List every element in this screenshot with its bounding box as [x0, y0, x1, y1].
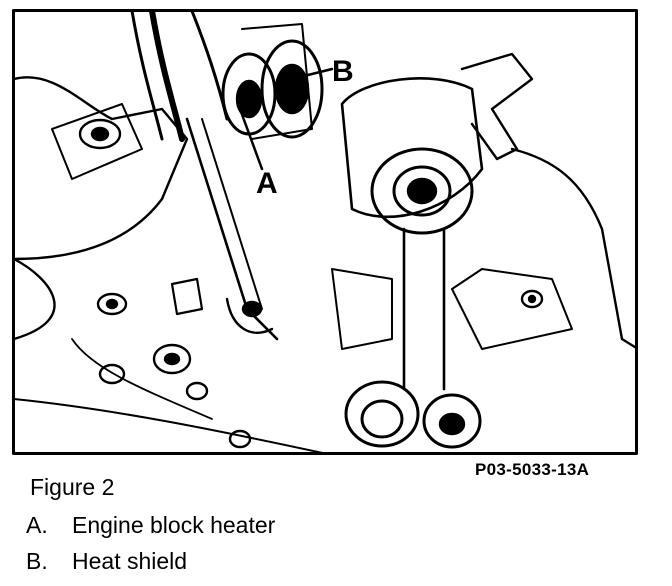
- callout-a: A: [256, 167, 278, 200]
- callout-b-leader: [298, 67, 334, 79]
- callout-a-leader: [238, 107, 264, 171]
- lower-bushing-left: [344, 380, 420, 448]
- figure-border: [12, 9, 638, 455]
- bolt: [78, 118, 122, 150]
- legend-item: A. Engine block heater: [26, 512, 275, 539]
- legend-key: A.: [26, 512, 48, 538]
- lower-bushing-right: [422, 393, 482, 449]
- legend-label: Engine block heater: [72, 512, 276, 538]
- strut-mount: [340, 77, 484, 219]
- clip: [460, 52, 534, 161]
- legend-item: B. Heat shield: [26, 548, 187, 575]
- callout-b: B: [332, 55, 354, 88]
- mount-bushing: [370, 147, 474, 235]
- legend-key: B.: [26, 548, 48, 574]
- engine-illustration: B A: [12, 9, 638, 455]
- engine-block-outline: [12, 76, 189, 261]
- hose: [149, 9, 185, 142]
- heat-shield: [260, 39, 324, 139]
- legend-label: Heat shield: [72, 548, 188, 574]
- figure-caption: Figure 2: [30, 474, 115, 500]
- figure-code: P03-5033-13A: [475, 460, 590, 479]
- bolt: [96, 292, 128, 316]
